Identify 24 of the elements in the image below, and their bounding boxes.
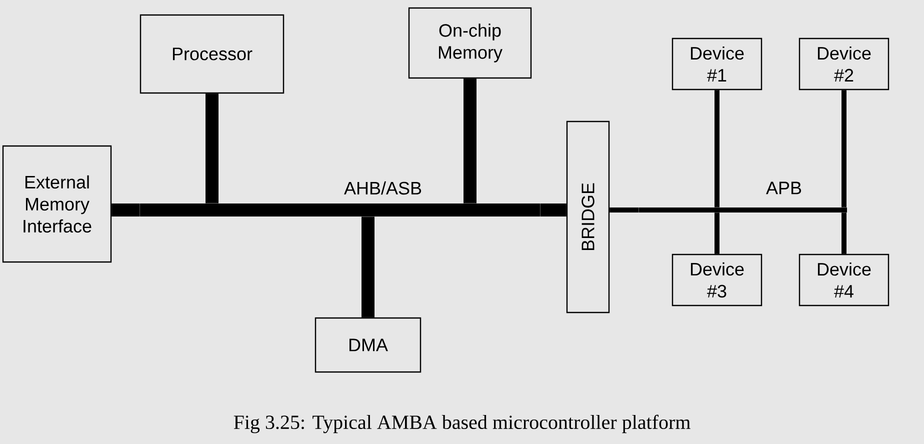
bridge-box: BRIDGE: [566, 120, 610, 314]
bus-label: APB: [766, 182, 802, 194]
bus-label: AHB/ASB: [344, 181, 422, 195]
bus-bar: [140, 204, 540, 216]
device-box: Device #2: [798, 38, 890, 90]
bus-line: [842, 90, 846, 208]
device-box: Device #3: [672, 254, 762, 306]
bus-line: [842, 212, 846, 254]
device-box: Device #1: [672, 38, 762, 90]
bus-line: [714, 90, 720, 208]
device-box: Processor: [140, 14, 284, 94]
bus-line: [112, 204, 140, 216]
bus-line: [206, 94, 218, 204]
bus-line: [714, 212, 720, 254]
bus-bar: [639, 207, 847, 212]
bus-line: [610, 208, 639, 212]
device-box: On-chip Memory: [408, 7, 532, 79]
caption: Fig 3.25: Typical AMBA based microcontroller platform: [234, 414, 690, 434]
device-box: External Memory Interface: [2, 145, 112, 263]
bus-line: [464, 78, 476, 204]
bus-line: [362, 216, 374, 318]
bus-line: [540, 204, 566, 216]
device-box: DMA: [314, 317, 422, 373]
device-box: Device #4: [798, 254, 890, 306]
